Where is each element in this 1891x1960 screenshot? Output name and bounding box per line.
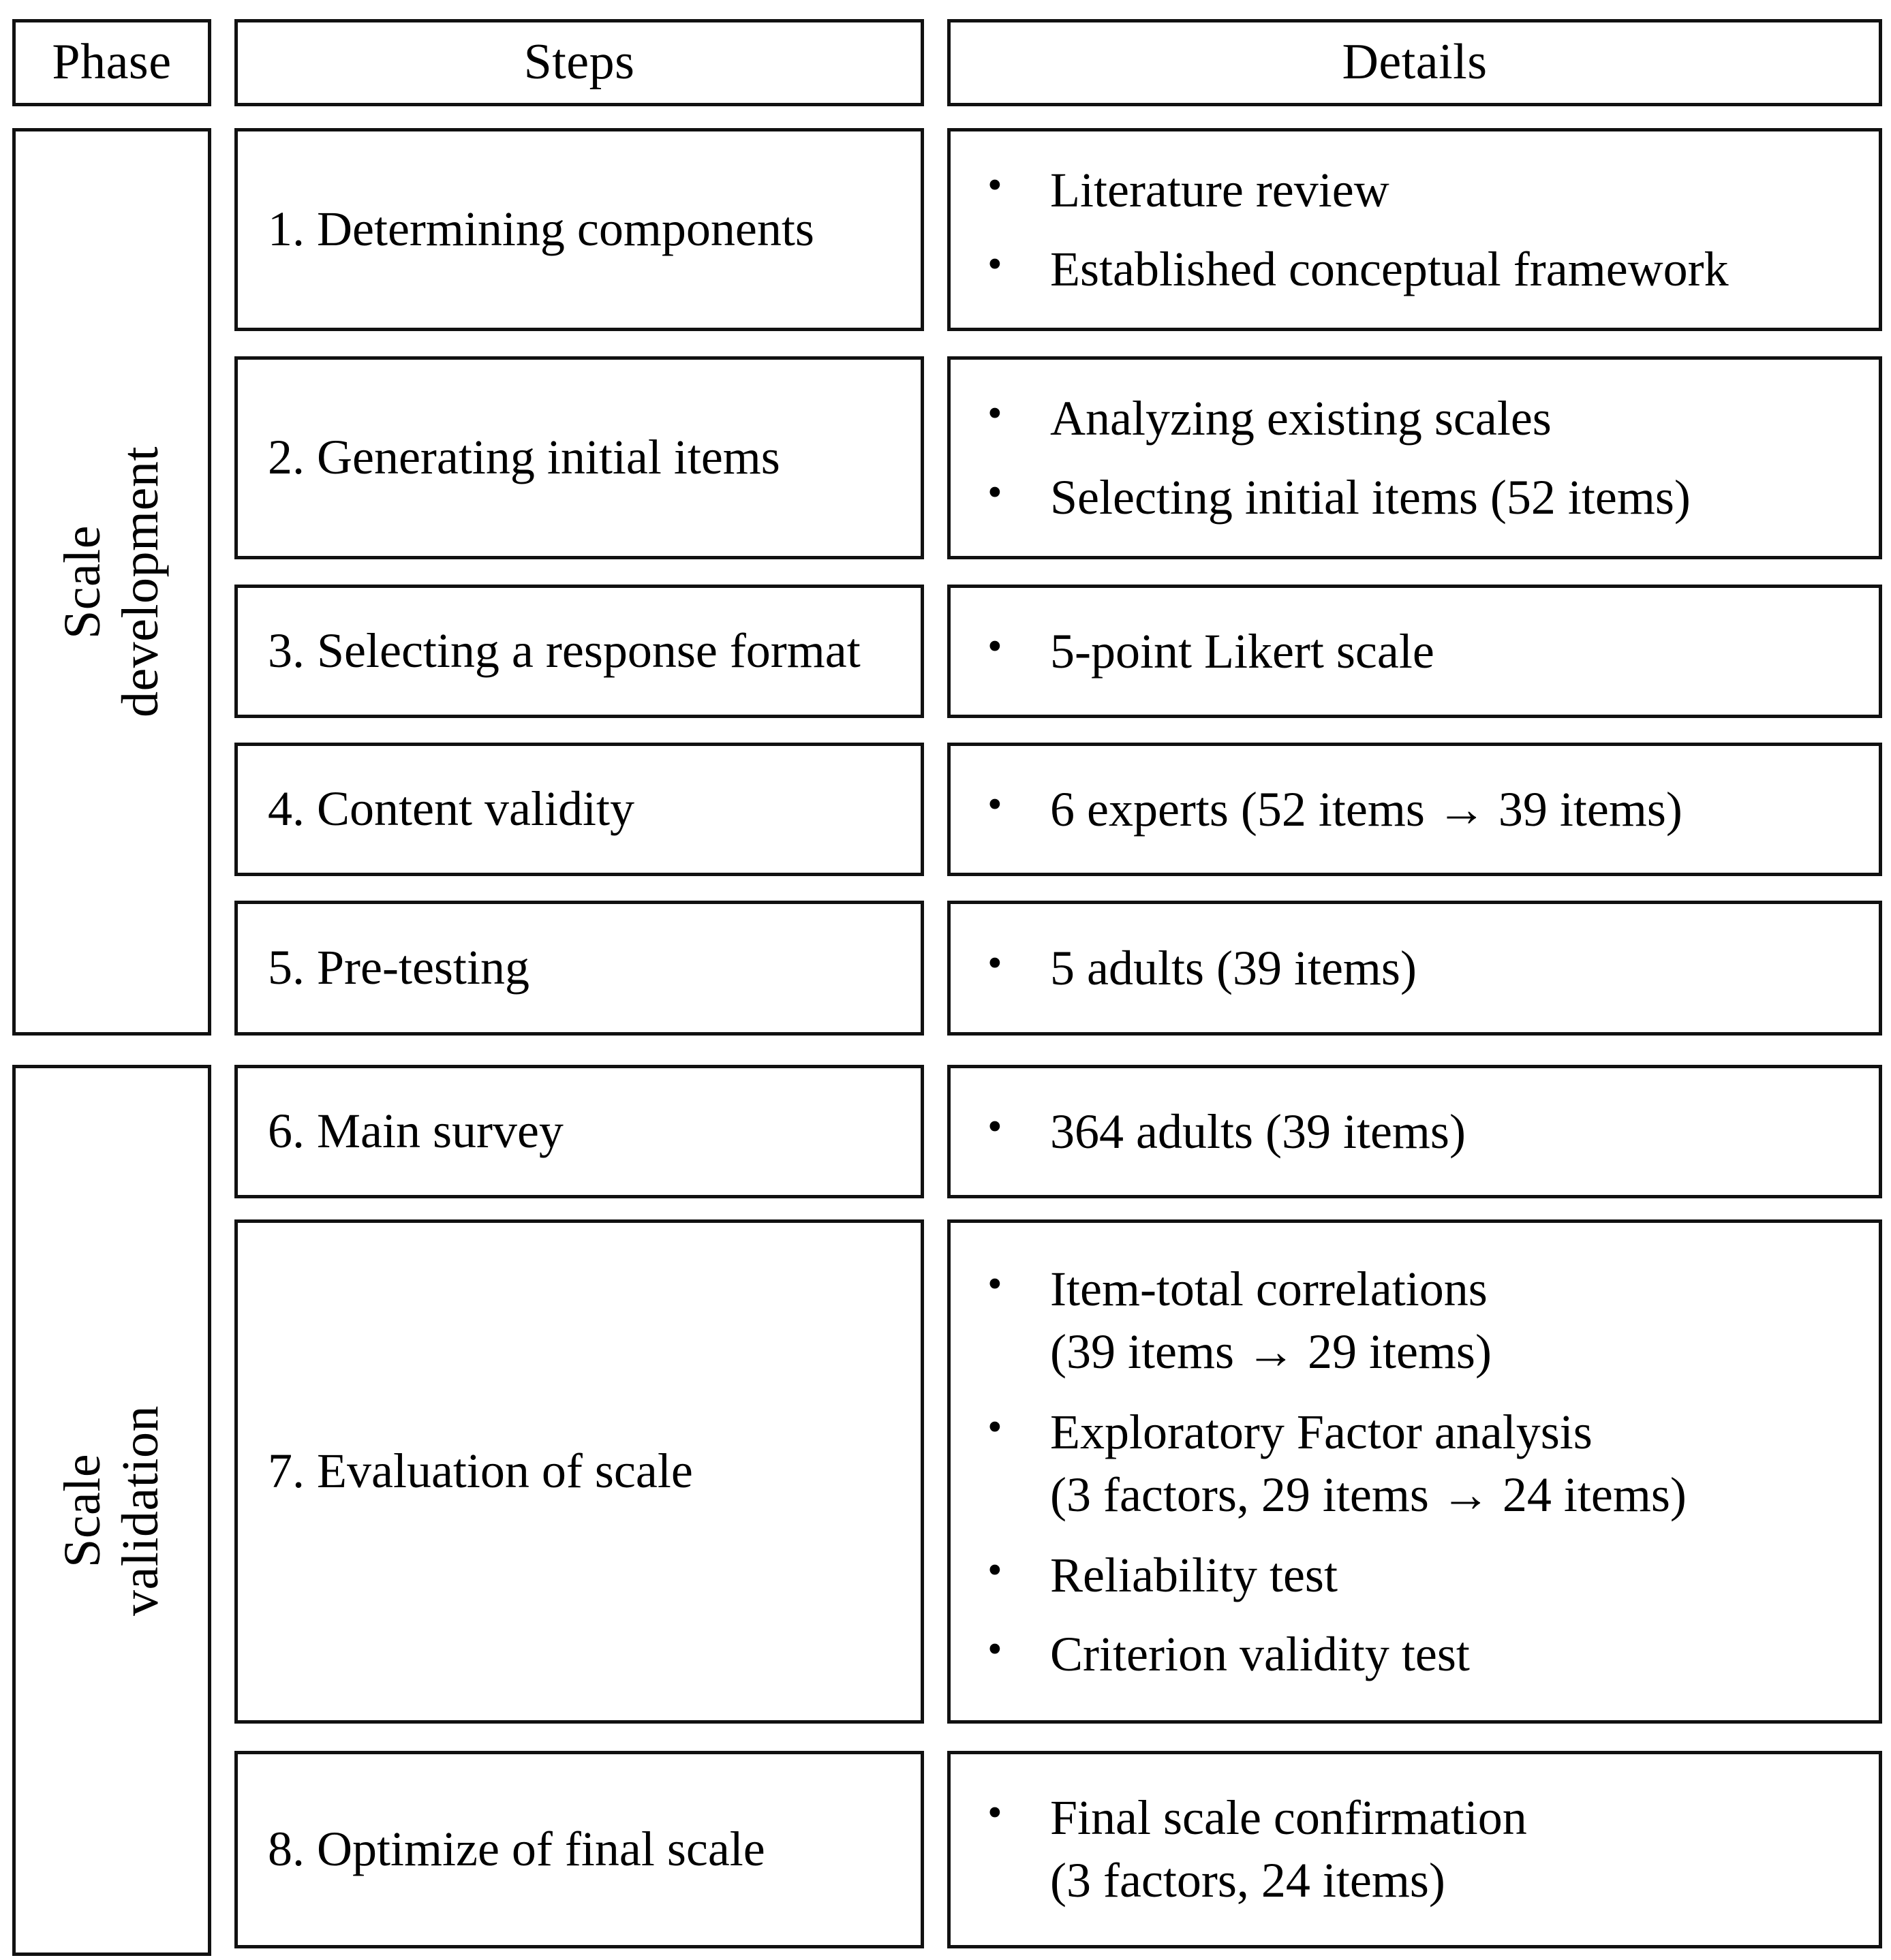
details-bullet-list: • 6 experts (52 items → 39 items): [975, 778, 1862, 841]
bullet-text: Exploratory Factor analysis (3 factors, …: [1050, 1401, 1862, 1527]
list-item: • Item-total correlations (39 items → 29…: [975, 1258, 1862, 1384]
details-box-3: • 5-point Likert scale: [947, 585, 1882, 718]
details-bullet-list: • Item-total correlations (39 items → 29…: [975, 1258, 1862, 1685]
list-item: • 5-point Likert scale: [975, 620, 1862, 683]
step-box-5: 5. Pre-testing: [234, 901, 924, 1036]
step-label: 1. Determining components: [268, 202, 814, 257]
step-box-6: 6. Main survey: [234, 1065, 924, 1198]
bullet-text: Selecting initial items (52 items): [1050, 470, 1691, 525]
bullet-icon: •: [987, 241, 1002, 287]
details-box-7: • Item-total correlations (39 items → 29…: [947, 1219, 1882, 1724]
step-box-7: 7. Evaluation of scale: [234, 1219, 924, 1724]
bullet-sub-line: (3 factors, 29 items → 24 items): [1050, 1467, 1687, 1522]
phase-cell-scale-validation: Scale validation: [12, 1065, 211, 1956]
step-label: 4. Content validity: [268, 781, 634, 837]
bullet-icon: •: [987, 1790, 1002, 1837]
bullet-icon: •: [987, 623, 1002, 670]
step-box-2: 2. Generating initial items: [234, 356, 924, 559]
details-box-6: • 364 adults (39 items): [947, 1065, 1882, 1198]
list-item: • Exploratory Factor analysis (3 factors…: [975, 1401, 1862, 1527]
details-box-4: • 6 experts (52 items → 39 items): [947, 743, 1882, 876]
step-label: 2. Generating initial items: [268, 430, 780, 485]
header-label-phase: Phase: [52, 34, 172, 91]
list-item: • Final scale confirmation (3 factors, 2…: [975, 1786, 1862, 1913]
list-item: • Analyzing existing scales: [975, 387, 1862, 450]
step-label: 7. Evaluation of scale: [268, 1444, 693, 1499]
bullet-icon: •: [987, 390, 1002, 437]
step-box-4: 4. Content validity: [234, 743, 924, 876]
bullet-icon: •: [987, 1261, 1002, 1308]
details-box-8: • Final scale confirmation (3 factors, 2…: [947, 1751, 1882, 1948]
step-box-1: 1. Determining components: [234, 128, 924, 331]
bullet-icon: •: [987, 1546, 1002, 1593]
list-item: • Reliability test: [975, 1544, 1862, 1606]
details-bullet-list: • 364 adults (39 items): [975, 1100, 1862, 1163]
details-bullet-list: • Analyzing existing scales • Selecting …: [975, 387, 1862, 529]
header-label-steps: Steps: [523, 34, 635, 91]
list-item: • Criterion validity test: [975, 1623, 1862, 1685]
bullet-text: 5 adults (39 items): [1050, 940, 1417, 995]
details-bullet-list: • 5 adults (39 items): [975, 937, 1862, 999]
step-label: 8. Optimize of final scale: [268, 1822, 765, 1877]
bullet-icon: •: [987, 1625, 1002, 1673]
bullet-text: Established conceptual framework: [1050, 242, 1729, 296]
list-item: • 364 adults (39 items): [975, 1100, 1862, 1163]
header-cell-details: Details: [947, 19, 1882, 106]
list-item: • 6 experts (52 items → 39 items): [975, 778, 1862, 841]
bullet-icon: •: [987, 781, 1002, 828]
bullet-sub-line: (3 factors, 24 items): [1050, 1853, 1445, 1908]
phase-label-scale-validation: Scale validation: [53, 1405, 169, 1616]
bullet-sub-line: (39 items → 29 items): [1050, 1324, 1492, 1380]
step-label: 5. Pre-testing: [268, 940, 529, 995]
bullet-icon: •: [987, 469, 1002, 516]
bullet-text: Item-total correlations (39 items → 29 i…: [1050, 1258, 1862, 1384]
list-item: • 5 adults (39 items): [975, 937, 1862, 999]
step-label: 6. Main survey: [268, 1104, 564, 1159]
details-bullet-list: • Final scale confirmation (3 factors, 2…: [975, 1786, 1862, 1913]
bullet-main-line: Exploratory Factor analysis: [1050, 1404, 1593, 1459]
header-cell-steps: Steps: [234, 19, 924, 106]
list-item: • Selecting initial items (52 items): [975, 466, 1862, 529]
details-box-1: • Literature review • Established concep…: [947, 128, 1882, 331]
bullet-text: 5-point Likert scale: [1050, 623, 1434, 679]
details-bullet-list: • Literature review • Established concep…: [975, 159, 1862, 300]
bullet-text: 364 adults (39 items): [1050, 1104, 1466, 1159]
bullet-main-line: Item-total correlations: [1050, 1262, 1488, 1317]
header-cell-phase: Phase: [12, 19, 211, 106]
bullet-text: Final scale confirmation (3 factors, 24 …: [1050, 1786, 1862, 1913]
details-box-5: • 5 adults (39 items): [947, 901, 1882, 1036]
bullet-text: Reliability test: [1050, 1547, 1338, 1602]
bullet-text: Criterion validity test: [1050, 1626, 1470, 1681]
step-label: 3. Selecting a response format: [268, 623, 861, 679]
step-box-8: 8. Optimize of final scale: [234, 1751, 924, 1948]
details-bullet-list: • 5-point Likert scale: [975, 620, 1862, 683]
bullet-icon: •: [987, 1403, 1002, 1450]
list-item: • Established conceptual framework: [975, 238, 1862, 300]
bullet-main-line: Final scale confirmation: [1050, 1790, 1527, 1846]
bullet-text: Literature review: [1050, 162, 1389, 217]
bullet-icon: •: [987, 939, 1002, 986]
details-box-2: • Analyzing existing scales • Selecting …: [947, 356, 1882, 559]
phase-label-scale-development: Scale development: [53, 446, 169, 718]
bullet-text: Analyzing existing scales: [1050, 390, 1552, 446]
bullet-icon: •: [987, 161, 1002, 208]
list-item: • Literature review: [975, 159, 1862, 221]
header-label-details: Details: [1342, 34, 1488, 91]
step-box-3: 3. Selecting a response format: [234, 585, 924, 718]
bullet-icon: •: [987, 1103, 1002, 1150]
bullet-text: 6 experts (52 items → 39 items): [1050, 781, 1682, 837]
phase-cell-scale-development: Scale development: [12, 128, 211, 1036]
